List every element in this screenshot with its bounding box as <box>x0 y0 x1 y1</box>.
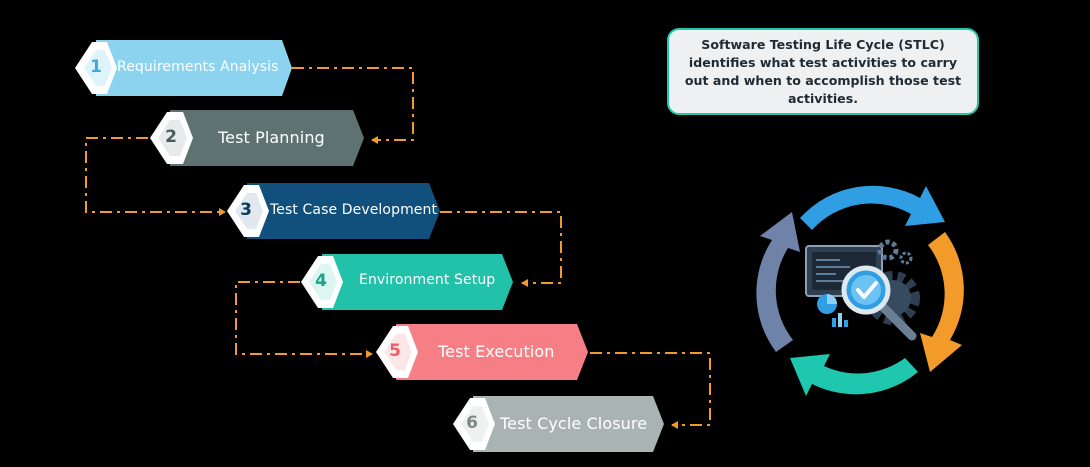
step-6-label: Test Cycle Closure <box>500 414 648 433</box>
chart-icon <box>817 294 848 327</box>
step-3-banner <box>247 183 440 239</box>
magnifier-check-icon <box>841 265 917 341</box>
cycle-arrow-slate <box>756 212 800 352</box>
step-6 <box>453 396 664 452</box>
step-5 <box>376 324 588 380</box>
step-4-number: 4 <box>315 271 327 291</box>
connector-5-6 <box>590 352 711 429</box>
connector-2-3 <box>85 137 226 216</box>
step-5-number: 5 <box>389 341 401 361</box>
step-2 <box>150 110 364 166</box>
connector-4-5 <box>235 281 373 358</box>
info-text: Software Testing Life Cycle (STLC) ident… <box>684 36 962 106</box>
step-1-number: 1 <box>90 57 102 77</box>
step-1-banner <box>96 40 292 96</box>
cycle-arrows-icon <box>756 185 964 396</box>
step-2-banner <box>170 110 364 166</box>
step-2-number: 2 <box>165 127 177 147</box>
step-3-label: Test Case Development <box>270 202 438 218</box>
info-box: Software Testing Life Cycle (STLC) ident… <box>667 28 979 115</box>
step-1 <box>75 40 292 96</box>
connectors <box>85 67 711 429</box>
step-6-banner <box>473 396 664 452</box>
step-4-label: Environment Setup <box>359 272 496 288</box>
step-1-label: Requirements Analysis <box>117 59 279 75</box>
step-4 <box>301 254 513 310</box>
connector-3-4 <box>440 211 562 287</box>
cycle-arrow-orange <box>920 232 964 372</box>
cycle-arrow-teal <box>790 354 918 396</box>
connector-1-2 <box>292 67 414 144</box>
step-3 <box>227 183 440 239</box>
cycle-arrow-blue <box>800 185 945 230</box>
step-2-label: Test Planning <box>218 128 325 147</box>
step-5-label: Test Execution <box>438 342 555 361</box>
step-6-number: 6 <box>466 413 478 433</box>
step-5-banner <box>396 324 588 380</box>
step-4-banner <box>322 254 513 310</box>
step-3-number: 3 <box>240 200 252 220</box>
